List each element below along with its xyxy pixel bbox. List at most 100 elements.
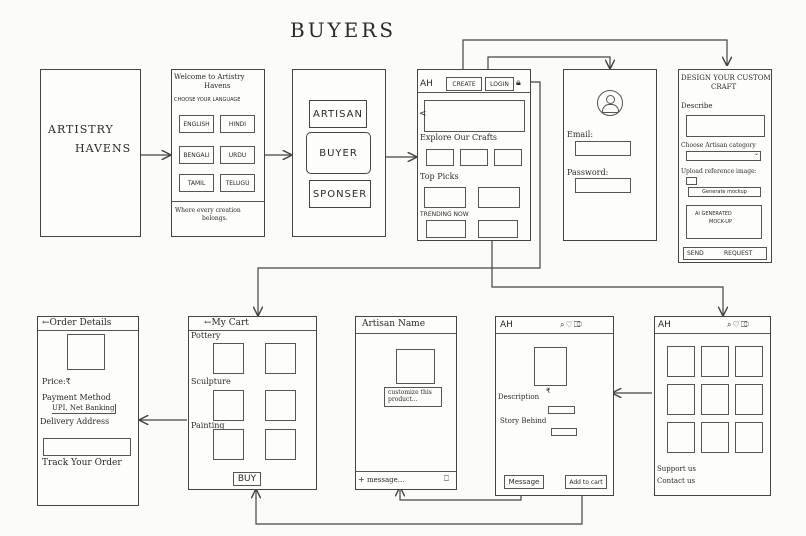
contact-us-link[interactable]: Contact us — [657, 477, 696, 485]
product-tile[interactable] — [701, 384, 729, 415]
screen-my-cart: ←My Cart Pottery Sculpture Painting BUY — [188, 316, 317, 490]
email-label: Email: — [567, 130, 594, 139]
track-order-link[interactable]: Track Your Order — [42, 458, 122, 468]
ai-mockup-preview: AI GENERATED MOCK-UP — [686, 205, 762, 239]
role-artisan-button[interactable]: ARTISAN — [309, 100, 367, 128]
cart-category-sculpture: Sculpture — [191, 377, 231, 386]
product-image — [534, 347, 567, 386]
language-telugu-button[interactable]: TELUGU — [220, 174, 255, 192]
support-us-link[interactable]: Support us — [657, 465, 696, 473]
divider — [172, 201, 264, 202]
screen-product-detail: AH ⌕♡⎄ ₹ Description Story Behind Messag… — [495, 316, 614, 496]
upload-icon[interactable] — [686, 177, 697, 185]
bubble-line2: product... — [388, 396, 418, 403]
payment-options[interactable]: UPI, Net Banking — [52, 404, 117, 414]
role-buyer-button[interactable]: BUYER — [306, 132, 371, 174]
trending-heading: TRENDING NOW — [420, 211, 469, 218]
carousel-prev-icon[interactable]: < — [419, 109, 427, 119]
message-button[interactable]: Message — [504, 475, 544, 489]
product-tile[interactable] — [701, 422, 729, 453]
craft-tile[interactable] — [494, 149, 522, 166]
delivery-address-field[interactable] — [43, 438, 131, 456]
product-tile[interactable] — [667, 384, 695, 415]
cart-icon[interactable]: 🔒︎ — [516, 78, 521, 88]
role-sponser-button[interactable]: SPONSER — [309, 180, 371, 208]
top-pick-card[interactable] — [478, 187, 520, 208]
product-tile[interactable] — [667, 346, 695, 377]
craft-tile[interactable] — [460, 149, 488, 166]
product-price: ₹ — [546, 387, 551, 395]
chevron-down-icon: ⌄ — [753, 150, 759, 157]
cart-item[interactable] — [213, 343, 244, 374]
language-urdu-button[interactable]: URDU — [220, 146, 255, 164]
screen-role-select: ARTISAN BUYER SPONSER — [292, 69, 386, 237]
language-english-button[interactable]: ENGLISH — [179, 115, 214, 133]
product-tile[interactable] — [735, 346, 763, 377]
diagram-title: BUYERS — [290, 18, 397, 42]
microphone-icon[interactable]: ⎕ — [444, 474, 449, 483]
input-divider — [356, 471, 456, 472]
product-tile[interactable] — [667, 422, 695, 453]
product-tile[interactable] — [735, 422, 763, 453]
ai-generated-label: AI GENERATED — [695, 211, 732, 217]
language-tamil-button[interactable]: TAMIL — [179, 174, 214, 192]
chat-bubble: customize this product... — [384, 387, 442, 407]
category-label: Choose Artisan category — [681, 142, 756, 149]
arrow-addcart-to-cart — [256, 490, 583, 525]
top-pick-card[interactable] — [424, 187, 466, 208]
banner-carousel[interactable] — [424, 100, 525, 132]
send-label: SEND — [687, 250, 704, 257]
price-label: Price:₹ — [42, 377, 71, 386]
bubble-line1: customize this — [388, 389, 432, 396]
top-picks-heading: Top Picks — [420, 172, 459, 181]
message-input[interactable]: message... — [367, 476, 405, 484]
cart-item[interactable] — [265, 343, 296, 374]
cart-item[interactable] — [213, 429, 244, 460]
cart-item[interactable] — [265, 429, 296, 460]
product-tile[interactable] — [701, 346, 729, 377]
header-divider — [418, 92, 530, 93]
tagline-line2: belongs. — [202, 215, 228, 222]
buy-button[interactable]: BUY — [233, 472, 261, 486]
add-attachment-icon[interactable]: + — [358, 475, 365, 484]
create-button[interactable]: CREATE — [446, 77, 482, 91]
header-divider — [496, 333, 613, 334]
email-field[interactable] — [575, 141, 631, 156]
add-to-cart-button[interactable]: Add to cart — [565, 475, 607, 489]
header-divider — [189, 330, 316, 331]
header-divider — [38, 330, 138, 331]
language-hindi-button[interactable]: HINDI — [220, 115, 255, 133]
craft-tile[interactable] — [426, 149, 454, 166]
screen-home: AH CREATE LOGIN 🔒︎ < Explore Our Crafts … — [417, 69, 531, 241]
screen-language: Welcome to Artistry Havens CHOOSE YOUR L… — [171, 69, 265, 237]
product-tile[interactable] — [735, 384, 763, 415]
cart-item[interactable] — [213, 390, 244, 421]
explore-heading: Explore Our Crafts — [420, 133, 498, 142]
password-field[interactable] — [575, 178, 631, 193]
generate-mockup-button[interactable]: Generate mockup — [688, 187, 761, 197]
header-icons[interactable]: ⌕♡⎄ — [560, 320, 584, 329]
header-icons[interactable]: ⌕♡⎄ — [727, 320, 751, 329]
welcome-line2: Havens — [204, 82, 231, 90]
arrow-create-to-custom — [462, 39, 727, 75]
order-details-title[interactable]: ←Order Details — [42, 318, 112, 328]
my-cart-title[interactable]: ←My Cart — [204, 318, 249, 328]
login-button[interactable]: LOGIN — [485, 77, 514, 91]
screen-splash: ARTISTRY HAVENS — [40, 69, 141, 237]
cart-item[interactable] — [265, 390, 296, 421]
language-bengali-button[interactable]: BENGALI — [179, 146, 214, 164]
app-logo: AH — [420, 79, 433, 89]
category-select[interactable]: ⌄ — [686, 150, 761, 161]
trending-card[interactable] — [426, 220, 466, 238]
cart-category-pottery: Pottery — [191, 331, 221, 340]
story-field — [551, 428, 577, 436]
describe-field[interactable] — [686, 115, 765, 137]
header-divider — [655, 333, 770, 334]
user-avatar-icon — [597, 90, 623, 116]
trending-card[interactable] — [478, 220, 518, 238]
app-name-line2: HAVENS — [75, 142, 132, 155]
app-name-line1: ARTISTRY — [48, 123, 114, 136]
describe-label: Describe — [681, 102, 713, 110]
send-request-button[interactable]: SEND REQUEST — [683, 247, 767, 260]
